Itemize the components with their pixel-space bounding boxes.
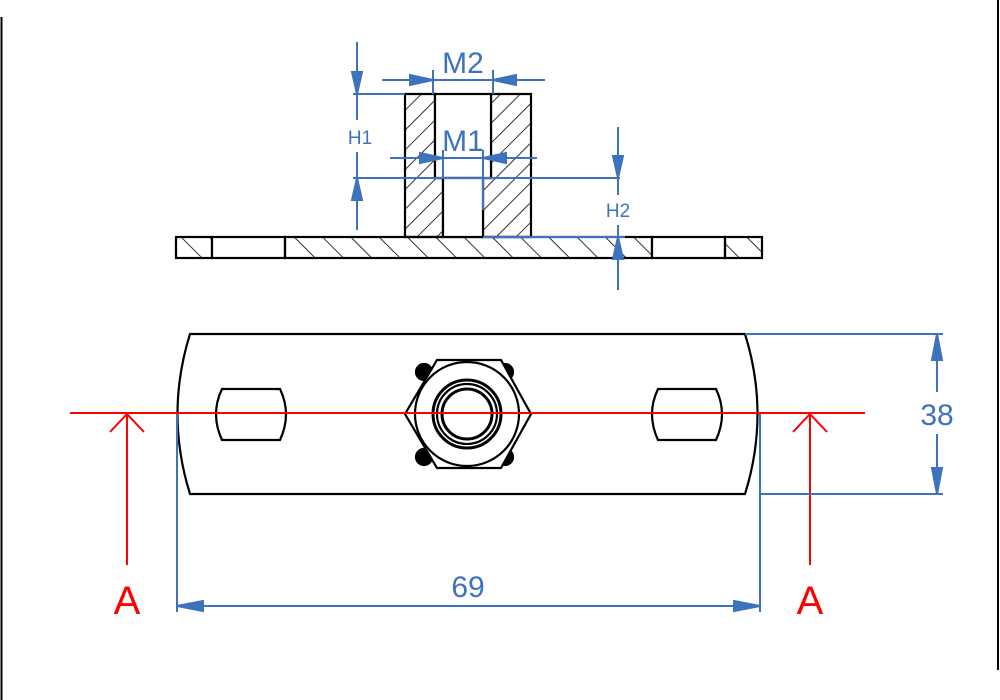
threaded-bushing-section <box>403 92 533 239</box>
section-view <box>174 92 764 260</box>
section-line-a-a <box>70 412 865 565</box>
section-arrow-left-icon <box>109 412 145 433</box>
arrow-icon <box>733 599 761 613</box>
dimension-label-width: 38 <box>920 399 953 432</box>
section-dimensions <box>350 42 625 290</box>
dimension-label-m2: M2 <box>442 47 484 80</box>
plan-dimensions <box>176 333 944 613</box>
arrow-icon <box>409 73 434 87</box>
arrow-icon <box>611 236 625 260</box>
dimension-label-h2: H2 <box>606 201 630 222</box>
arrow-icon <box>419 151 444 165</box>
dimension-label-m1: M1 <box>442 125 484 158</box>
dimension-label-length: 69 <box>451 571 484 604</box>
arrow-icon <box>492 73 517 87</box>
section-mark-left: A <box>114 579 141 623</box>
arrow-icon <box>350 177 364 201</box>
mounting-slot-left <box>214 387 288 442</box>
arrow-icon <box>350 71 364 95</box>
section-mark-right: A <box>797 579 824 623</box>
arrow-icon <box>930 467 944 495</box>
mounting-slot-right <box>650 387 724 442</box>
arrow-icon <box>930 333 944 361</box>
arrow-icon <box>176 599 204 613</box>
base-plate-section <box>174 235 764 260</box>
section-arrow-right-icon <box>792 412 828 433</box>
arrow-icon <box>482 151 507 165</box>
dimension-label-h1: H1 <box>348 128 372 149</box>
arrow-icon <box>611 155 625 179</box>
